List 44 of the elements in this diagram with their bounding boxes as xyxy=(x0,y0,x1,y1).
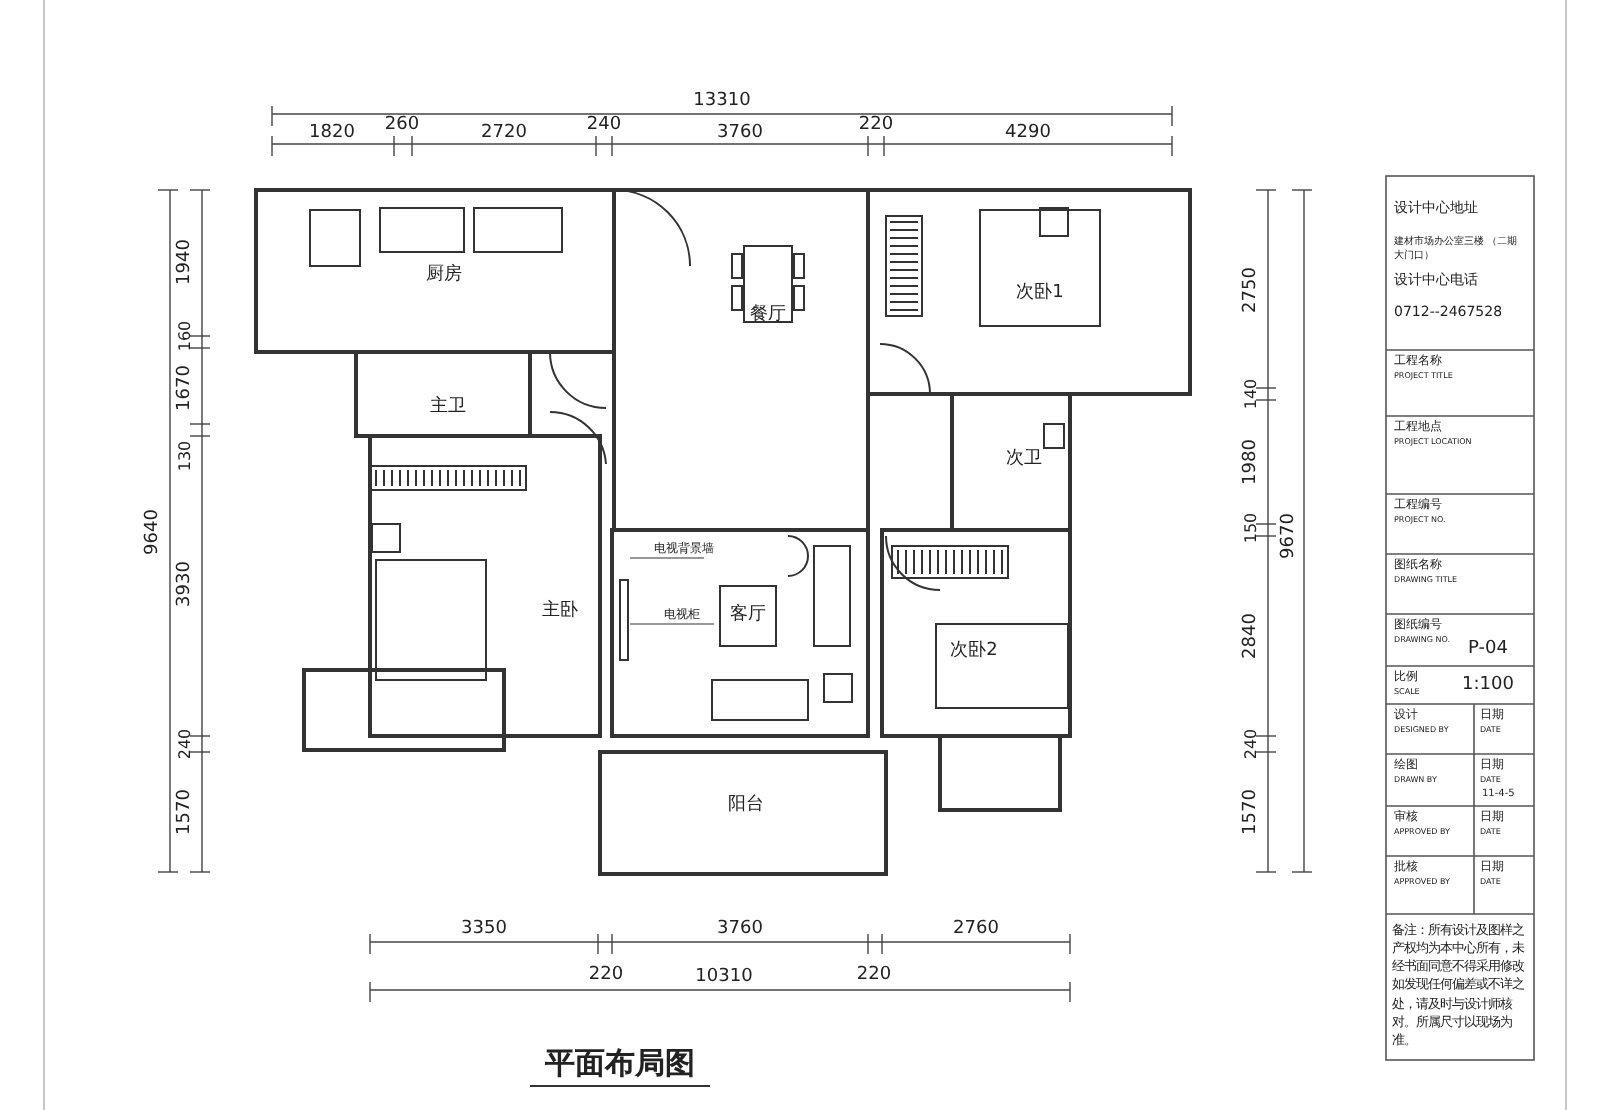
room-label: 主卧 xyxy=(542,603,578,621)
dimension-text: 3760 xyxy=(717,921,763,939)
room-label: 次卧2 xyxy=(950,643,998,661)
dimension-text: 3760 xyxy=(717,125,763,143)
room-label: 主卫 xyxy=(430,399,466,417)
dimension-text: 2720 xyxy=(481,125,527,143)
dimension-text: 2750 xyxy=(1243,267,1261,313)
dimension-text: 130 xyxy=(178,440,194,472)
dimension-text: 9640 xyxy=(145,509,163,555)
room-label: 次卧1 xyxy=(1016,285,1064,303)
dimension-text: 2840 xyxy=(1243,613,1261,659)
dimension-text: 1940 xyxy=(177,239,195,285)
room-label: 阳台 xyxy=(728,797,764,815)
drawing-title: 平面布局图 xyxy=(545,1049,695,1079)
room-label: 厨房 xyxy=(426,267,462,285)
dimension-text: 10310 xyxy=(695,969,753,987)
dimension-text: 240 xyxy=(178,728,194,760)
dimension-text: 2760 xyxy=(953,921,999,939)
dimension-text: 220 xyxy=(588,967,624,985)
dimension-text: 1820 xyxy=(309,125,355,143)
room-label: 客厅 xyxy=(730,607,766,625)
dimension-text: 3930 xyxy=(177,561,195,607)
dimension-text: 140 xyxy=(1244,378,1260,410)
dimension-text: 1670 xyxy=(177,365,195,411)
leader-line xyxy=(629,557,705,559)
room-label: 次卫 xyxy=(1006,451,1042,469)
dimension-text: 13310 xyxy=(693,93,751,111)
dimension-text: 260 xyxy=(384,117,420,135)
dimension-text: 1980 xyxy=(1243,439,1261,485)
dimension-text: 160 xyxy=(178,320,194,352)
scale-value: 1:100 xyxy=(1462,677,1514,695)
dimension-text: 240 xyxy=(1244,728,1260,760)
dimension-text: 220 xyxy=(856,967,892,985)
dimension-text: 9670 xyxy=(1281,513,1299,559)
dimension-text: 3350 xyxy=(461,921,507,939)
dimension-text: 150 xyxy=(1244,512,1260,544)
dimension-text: 1570 xyxy=(1243,789,1261,835)
leader-line xyxy=(629,623,715,625)
dimension-text: 240 xyxy=(586,117,622,135)
dimension-text: 220 xyxy=(858,117,894,135)
room-label: 餐厅 xyxy=(750,307,786,325)
drawing-number: P-04 xyxy=(1468,641,1508,659)
dimension-text: 1570 xyxy=(177,789,195,835)
dimension-text: 4290 xyxy=(1005,125,1051,143)
